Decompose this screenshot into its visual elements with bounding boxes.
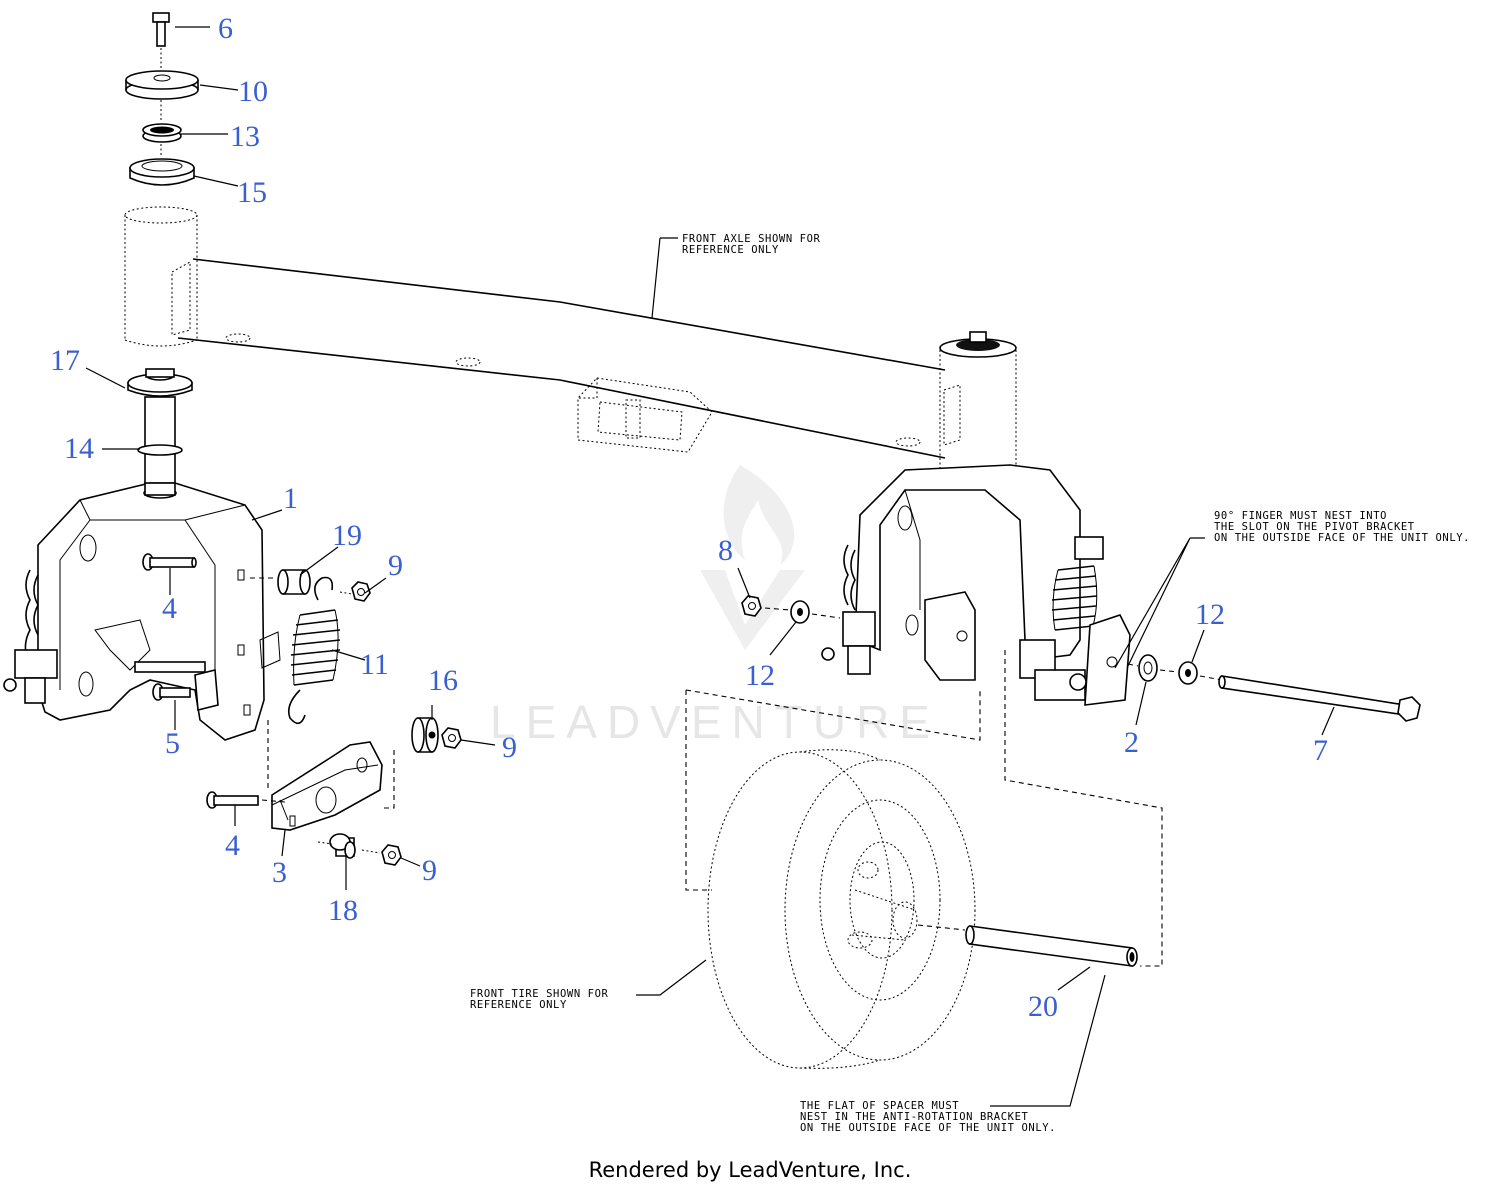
watermark-text: LEADVENTURE	[490, 696, 940, 748]
note-front-tire: FRONT TIRE SHOWN FOR REFERENCE ONLY	[470, 988, 609, 1011]
bolt-7	[1218, 675, 1421, 722]
nut-9-middle	[441, 727, 462, 749]
bracket-3	[271, 741, 383, 831]
right-kingpin-tube	[939, 331, 1017, 476]
pin-4-upper	[142, 553, 197, 571]
nut-8	[741, 595, 762, 617]
watermark: LEADVENTURE	[490, 465, 940, 748]
bushing-16	[411, 717, 439, 753]
cap-10	[125, 70, 199, 100]
svg-text:THE FLAT OF SPACER MUST: THE FLAT OF SPACER MUST	[800, 1100, 959, 1112]
svg-text:THE SLOT ON THE PIVOT BRACKET: THE SLOT ON THE PIVOT BRACKET	[1214, 521, 1415, 533]
svg-text:NEST IN THE ANTI-ROTATION BRAC: NEST IN THE ANTI-ROTATION BRACKET	[800, 1111, 1028, 1123]
nut-9-lower	[381, 844, 402, 866]
right-spring-assembly	[1019, 536, 1131, 706]
svg-text:FRONT TIRE SHOWN FOR: FRONT TIRE SHOWN FOR	[470, 988, 609, 1000]
front-axle	[177, 258, 946, 459]
callout-1: 1	[283, 482, 298, 515]
washer-2	[1138, 654, 1158, 682]
footer-credit: Rendered by LeadVenture, Inc.	[588, 1158, 912, 1182]
nut-9-upper	[351, 581, 371, 602]
callout-16: 16	[428, 664, 458, 697]
svg-text:REFERENCE ONLY: REFERENCE ONLY	[682, 244, 779, 256]
right-pivot-bracket	[821, 464, 1081, 681]
callout-9-upper: 9	[388, 549, 403, 582]
note-spacer: THE FLAT OF SPACER MUST NEST IN THE ANTI…	[800, 1100, 1056, 1134]
callout-17: 17	[50, 344, 80, 377]
svg-text:ON THE OUTSIDE FACE OF THE UNI: ON THE OUTSIDE FACE OF THE UNIT ONLY.	[1214, 532, 1470, 544]
callout-12-left: 12	[745, 659, 775, 692]
callout-3: 3	[272, 856, 287, 889]
seal-13	[142, 123, 182, 143]
callout-14: 14	[64, 432, 94, 465]
callout-9-lower: 9	[422, 854, 437, 887]
pivot-bracket-1	[37, 482, 281, 741]
svg-text:90° FINGER MUST NEST INTO: 90° FINGER MUST NEST INTO	[1214, 510, 1387, 522]
callout-5: 5	[165, 727, 180, 760]
callout-18: 18	[328, 894, 358, 927]
callout-8: 8	[718, 534, 733, 567]
callouts: 6 10 13 15 17 14 1 19 9 4 11 16 9 5 4 3 …	[50, 12, 1328, 1023]
kingpin-tube	[124, 206, 198, 347]
note-front-axle: FRONT AXLE SHOWN FOR REFERENCE ONLY	[682, 233, 821, 256]
svg-text:FRONT AXLE SHOWN FOR: FRONT AXLE SHOWN FOR	[682, 233, 821, 245]
washer-12-right	[1178, 661, 1198, 685]
callout-20: 20	[1028, 990, 1058, 1023]
washer-12-left	[790, 600, 810, 624]
flange-bearing-17	[127, 368, 193, 397]
callout-15: 15	[237, 176, 267, 209]
callout-11: 11	[360, 648, 389, 681]
pin-4-lower	[206, 791, 259, 809]
callout-9-middle: 9	[502, 731, 517, 764]
callout-4-upper: 4	[162, 592, 177, 625]
svg-text:REFERENCE ONLY: REFERENCE ONLY	[470, 999, 567, 1011]
callout-12-right: 12	[1195, 598, 1225, 631]
bushing-18	[329, 833, 356, 859]
bearing-15	[129, 158, 195, 186]
pin-5	[152, 683, 191, 701]
callout-19: 19	[332, 519, 362, 552]
left-spring-assembly	[3, 569, 58, 704]
front-tire	[707, 749, 976, 1069]
note-finger: 90° FINGER MUST NEST INTO THE SLOT ON TH…	[1214, 510, 1470, 544]
bolt-6	[152, 12, 170, 47]
spring-11	[287, 576, 341, 725]
watermark-flame-icon	[723, 465, 795, 565]
leader-lines	[85, 26, 1335, 1107]
callout-6: 6	[218, 12, 233, 45]
bushing-19	[277, 569, 311, 595]
spacer-20	[965, 925, 1138, 967]
watermark-lv-icon	[700, 570, 805, 650]
callout-2: 2	[1124, 726, 1139, 759]
callout-13: 13	[230, 120, 260, 153]
svg-text:ON THE OUTSIDE FACE OF THE UNI: ON THE OUTSIDE FACE OF THE UNIT ONLY.	[800, 1122, 1056, 1134]
callout-4-lower: 4	[225, 829, 240, 862]
callout-10: 10	[238, 75, 268, 108]
callout-7: 7	[1313, 734, 1328, 767]
